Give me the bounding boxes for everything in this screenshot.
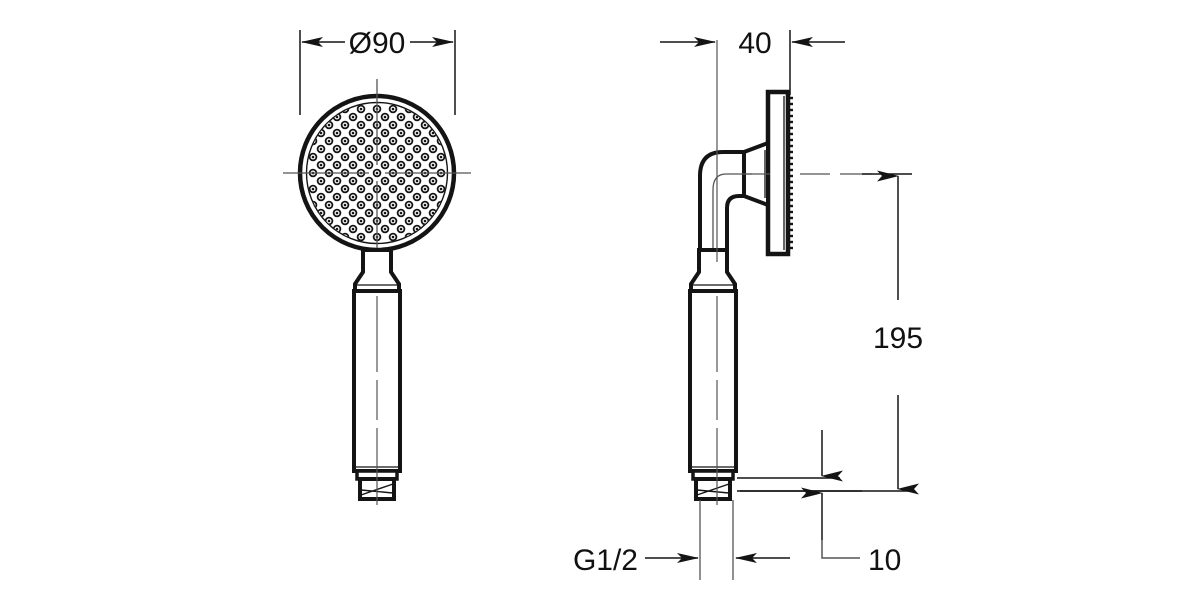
front-view	[283, 79, 471, 505]
annotation-thread-spec: G1/2	[573, 500, 790, 580]
handle-body	[688, 289, 738, 473]
nozzle-grid	[308, 104, 446, 242]
dimension-label-height-195: 195	[873, 322, 923, 355]
dimension-label-thread-length-10: 10	[868, 544, 901, 577]
dimension-label-diameter-90: Ø90	[349, 27, 406, 60]
threaded-end	[691, 469, 735, 501]
handle-neck	[689, 248, 737, 294]
dimension-diameter-90: Ø90	[299, 27, 456, 115]
dimension-depth-40: 40	[660, 27, 845, 95]
spray-face-texture	[789, 96, 793, 250]
dimension-label-depth-40: 40	[738, 27, 771, 60]
dimension-height-195: 195	[740, 170, 923, 495]
annotation-label-thread-spec: G1/2	[573, 544, 638, 577]
handle-neck	[353, 248, 401, 294]
elbow-bend	[698, 150, 744, 262]
dimension-thread-length-10: 10	[737, 430, 901, 577]
side-view	[688, 40, 872, 505]
spray-face-edge	[765, 89, 793, 257]
side-view-centerlines	[716, 40, 872, 505]
elbow-inner-line	[712, 173, 752, 262]
